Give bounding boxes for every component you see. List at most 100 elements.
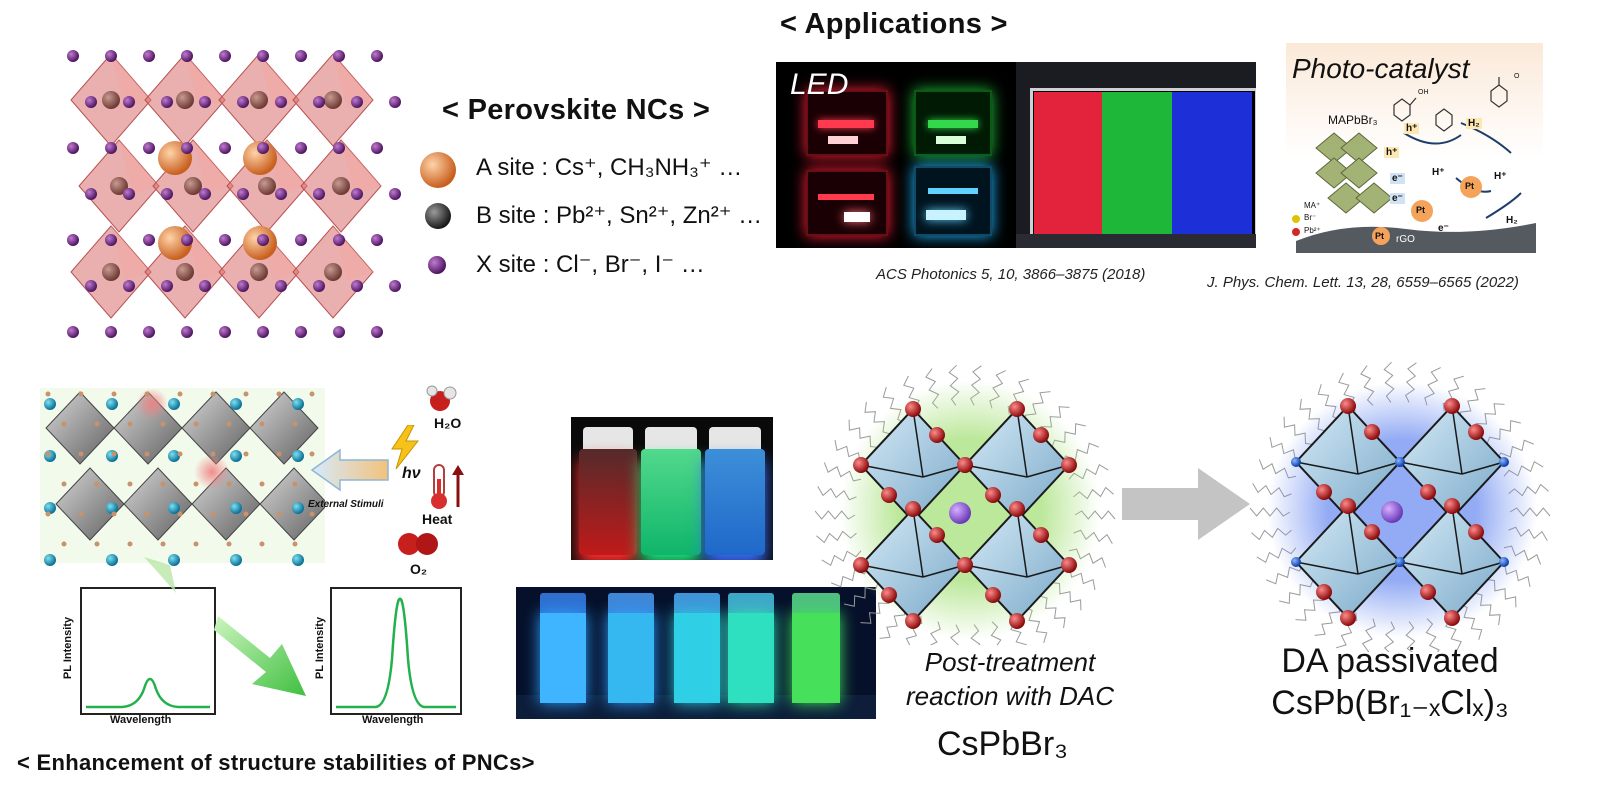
x-site-atom — [351, 96, 363, 108]
oxygen-molecule-icon — [398, 533, 438, 555]
x-site-atom — [237, 280, 249, 292]
anion-atom — [78, 391, 84, 397]
treatment-caption-line1: Post-treatment — [924, 647, 1096, 677]
anion-atom — [276, 391, 282, 397]
x-site-atom — [389, 188, 401, 200]
anion-atom — [111, 511, 117, 517]
x-site-atom — [199, 96, 211, 108]
anion-atom — [309, 451, 315, 457]
x-site-atom — [371, 50, 383, 62]
halide-atom — [853, 557, 869, 573]
halide-atom — [1291, 557, 1301, 567]
anion-atom — [210, 451, 216, 457]
lattice-svg — [67, 50, 401, 338]
anion-atom — [243, 511, 249, 517]
led-device-red-top — [806, 90, 888, 156]
x-site-atom — [237, 96, 249, 108]
anion-atom — [226, 481, 232, 487]
pc-e2: e⁻ — [1390, 193, 1405, 204]
site-row-x: X site : Cl⁻, Br⁻, I⁻ … — [418, 246, 788, 286]
site-row-b: B site : Pb²⁺, Sn²⁺, Zn²⁺ … — [418, 196, 788, 236]
pc-pt1: Pt — [1416, 205, 1425, 215]
anion-atom — [226, 541, 232, 547]
halide-atom — [881, 587, 897, 603]
x-site-atom — [257, 50, 269, 62]
halide-atom — [1291, 457, 1301, 467]
halide-atom — [1340, 398, 1356, 414]
halide-atom — [1033, 527, 1049, 543]
water-molecule-icon — [426, 385, 457, 411]
x-site-atom — [333, 50, 345, 62]
x-site-atom — [257, 142, 269, 154]
x-site-atom — [275, 188, 287, 200]
anion-atom — [276, 451, 282, 457]
pl-curve-before — [86, 677, 210, 709]
pc-h1: h⁺ — [1404, 123, 1420, 134]
x-site-atom — [313, 188, 325, 200]
x-site-atom — [333, 326, 345, 338]
pc-rgo: rGO — [1396, 234, 1415, 245]
anion-atom — [94, 541, 100, 547]
b-site-sphere-icon — [425, 203, 451, 229]
halide-atom — [1061, 457, 1077, 473]
pl-xlabel-after: Wavelength — [362, 714, 424, 726]
hv-label: hν — [402, 465, 421, 482]
pl-ylabel-before: PL Intensity — [62, 616, 74, 680]
halide-atom — [1316, 484, 1332, 500]
stability-pointer-icon — [144, 557, 176, 593]
pl-ylabel-after: PL Intensity — [314, 616, 326, 680]
passivated-structure-svg — [1249, 362, 1551, 652]
x-site-atom — [371, 142, 383, 154]
cspbbr3-structure-svg — [815, 364, 1116, 645]
halide-atom — [1061, 557, 1077, 573]
vial-gradient-2 — [608, 593, 654, 703]
anion-atom — [111, 391, 117, 397]
pc-ma: MA⁺ — [1304, 201, 1321, 210]
b-site-atom — [176, 263, 194, 281]
pc-e1: e⁻ — [1390, 173, 1405, 184]
cation-atom — [292, 398, 304, 410]
pc-e3: e⁻ — [1438, 223, 1449, 234]
halide-atom — [1444, 610, 1460, 626]
anion-atom — [78, 511, 84, 517]
halide-atom — [1033, 427, 1049, 443]
b-site-atom — [102, 91, 120, 109]
led-citation: ACS Photonics 5, 10, 3866–3875 (2018) — [876, 266, 1146, 283]
a-site-atom — [158, 226, 192, 260]
octahedron — [45, 391, 115, 465]
anion-atom — [94, 481, 100, 487]
b-site-atom — [258, 177, 276, 195]
b-site-atom — [324, 91, 342, 109]
cation-atom — [106, 554, 118, 566]
improvement-arrow-icon — [214, 616, 306, 696]
anion-atom — [193, 481, 199, 487]
x-site-atom — [219, 142, 231, 154]
x-site-atom — [351, 280, 363, 292]
cation-atom — [168, 398, 180, 410]
x-site-atom — [219, 326, 231, 338]
x-site-atom — [181, 142, 193, 154]
x-site-atom — [85, 96, 97, 108]
cation-atom — [292, 554, 304, 566]
start-material-label: CsPbBr₃ — [937, 725, 1068, 763]
cation-atom — [168, 554, 180, 566]
halide-atom — [1316, 584, 1332, 600]
b-site-atom — [110, 177, 128, 195]
octahedron-face — [185, 226, 225, 280]
cation-atom — [230, 450, 242, 462]
product-label: DA passivated CsPb(Br₁₋ₓClₓ)₃ — [1250, 640, 1530, 724]
anion-atom — [259, 541, 265, 547]
stability-title: < Enhancement of structure stabilities o… — [17, 750, 535, 775]
anion-atom — [94, 421, 100, 427]
b-site-atom — [250, 263, 268, 281]
display-blue-region — [1172, 92, 1252, 234]
anion-atom — [111, 451, 117, 457]
external-stimuli-label: External Stimuli — [308, 499, 384, 510]
x-site-atom — [161, 96, 173, 108]
octahedron — [123, 467, 193, 541]
x-site-atom — [371, 326, 383, 338]
led-device-blue — [914, 166, 992, 236]
a-site-label: A site : — [476, 154, 555, 181]
heat-label: Heat — [422, 511, 453, 527]
pc-mapbbr3: MAPbBr₃ — [1328, 113, 1378, 127]
